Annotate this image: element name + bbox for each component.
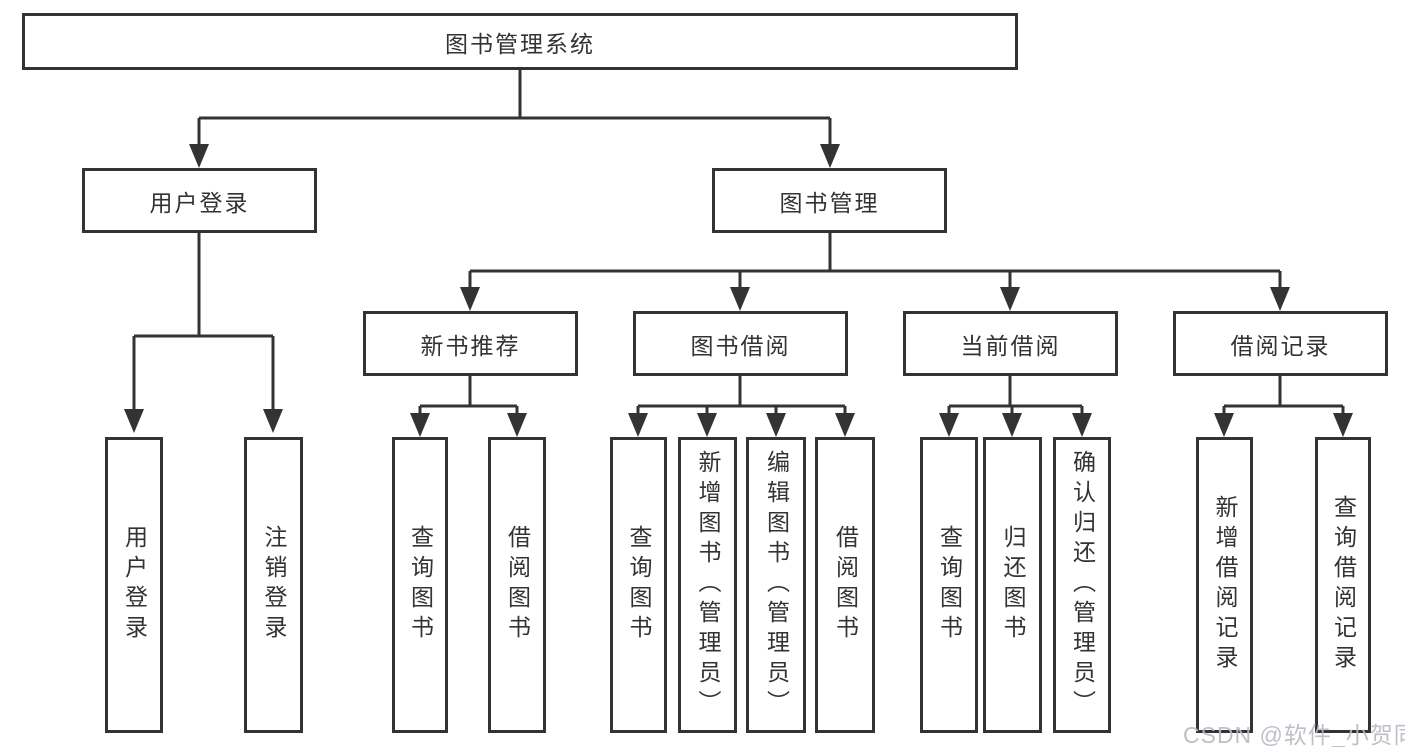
leaf-query-books-borrow: 查询图书 — [610, 437, 667, 733]
leaf-return-books: 归还图书 — [983, 437, 1042, 733]
node-current-borrow: 当前借阅 — [903, 311, 1118, 376]
node-root: 图书管理系统 — [22, 13, 1018, 70]
leaf-confirm-return-admin: 确认归还（管理员） — [1053, 437, 1111, 733]
node-new-book-recommend: 新书推荐 — [363, 311, 578, 376]
arrowheads-user-login — [124, 409, 283, 433]
leaf-borrow-books: 借阅图书 — [815, 437, 875, 733]
connector-new-book-recommend — [418, 376, 519, 416]
leaf-query-borrow-record: 查询借阅记录 — [1315, 437, 1371, 733]
leaf-add-books-admin-label: 新增图书（管理员） — [695, 450, 721, 720]
leaf-edit-books-admin: 编辑图书（管理员） — [746, 437, 806, 733]
node-new-book-recommend-label: 新书推荐 — [420, 332, 521, 359]
node-user-login-label: 用户登录 — [149, 189, 250, 216]
leaf-user-login-label: 用户登录 — [121, 525, 148, 645]
leaf-borrow-books-label: 借阅图书 — [832, 525, 859, 645]
arrowheads-root-to-level2 — [189, 144, 840, 168]
node-book-management-label: 图书管理 — [779, 189, 880, 216]
leaf-add-books-admin: 新增图书（管理员） — [678, 437, 737, 733]
arrowheads-borrow-records — [1214, 413, 1353, 437]
node-borrow-records-label: 借阅记录 — [1230, 332, 1331, 359]
leaf-confirm-return-admin-label: 确认归还（管理员） — [1069, 450, 1096, 720]
node-book-management: 图书管理 — [712, 168, 947, 233]
connector-book-borrow — [636, 376, 847, 416]
connector-book-management-to-level3 — [468, 233, 1282, 290]
leaf-borrow-books-recommend: 借阅图书 — [488, 437, 546, 733]
leaf-query-books-current: 查询图书 — [920, 437, 978, 733]
leaf-query-books-recommend-label: 查询图书 — [407, 525, 434, 645]
csdn-watermark: CSDN @软件_小贺同学 — [1183, 722, 1405, 747]
node-borrow-records: 借阅记录 — [1173, 311, 1388, 376]
connector-root-to-level2 — [197, 70, 832, 146]
arrowheads-book-borrow — [628, 413, 855, 437]
leaf-query-borrow-record-label: 查询借阅记录 — [1330, 495, 1357, 675]
connector-borrow-records — [1222, 376, 1345, 416]
leaf-add-borrow-record: 新增借阅记录 — [1196, 437, 1253, 733]
leaf-query-books-borrow-label: 查询图书 — [626, 525, 652, 645]
node-book-borrow-label: 图书借阅 — [690, 332, 791, 359]
leaf-return-books-label: 归还图书 — [1000, 525, 1026, 645]
leaf-query-books-current-label: 查询图书 — [936, 525, 963, 645]
connector-current-borrow — [947, 376, 1084, 416]
leaf-logout: 注销登录 — [244, 437, 303, 733]
node-root-label: 图书管理系统 — [445, 30, 595, 57]
arrowheads-new-book-recommend — [410, 413, 527, 437]
arrowheads-level3 — [460, 287, 1290, 311]
node-book-borrow: 图书借阅 — [633, 311, 848, 376]
leaf-edit-books-admin-label: 编辑图书（管理员） — [763, 450, 790, 720]
node-user-login: 用户登录 — [82, 168, 317, 233]
node-current-borrow-label: 当前借阅 — [960, 332, 1061, 359]
arrowheads-current-borrow — [939, 413, 1092, 437]
leaf-add-borrow-record-label: 新增借阅记录 — [1212, 495, 1238, 675]
leaf-query-books-recommend: 查询图书 — [392, 437, 448, 733]
leaf-user-login: 用户登录 — [105, 437, 163, 733]
leaf-borrow-books-recommend-label: 借阅图书 — [504, 525, 531, 645]
connector-user-login-to-leaves — [132, 233, 275, 412]
leaf-logout-label: 注销登录 — [261, 525, 287, 645]
